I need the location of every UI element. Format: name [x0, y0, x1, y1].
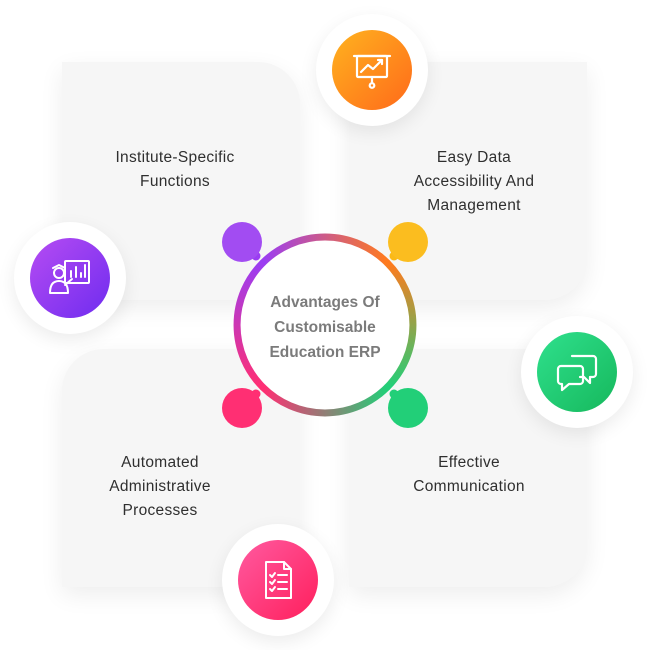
- label-line: Administrative: [109, 478, 211, 495]
- hub-title: Advantages Of Customisable Education ERP: [245, 290, 405, 365]
- hub-title-line: Education ERP: [269, 344, 381, 361]
- hub-title-line: Advantages Of: [270, 294, 380, 311]
- hub-ring-right: [383, 259, 417, 391]
- hub-ring-bottom: [259, 383, 391, 417]
- node-dot-green: [388, 388, 428, 428]
- hub-ring-top: [259, 233, 391, 267]
- badge-presentation: [316, 14, 428, 126]
- badge-checklist: [222, 524, 334, 636]
- label-line: Institute-Specific: [115, 149, 235, 166]
- label-line: Easy Data: [436, 149, 512, 166]
- card-label-data-accessibility: Easy Data Accessibility And Management: [374, 146, 574, 218]
- label-line: Communication: [413, 478, 525, 495]
- card-label-institute-specific: Institute-Specific Functions: [75, 146, 275, 194]
- node-dot-purple: [222, 222, 262, 262]
- teacher-board-icon: [30, 238, 110, 318]
- node-dot-yellow: [388, 222, 428, 262]
- hub-title-line: Customisable: [274, 319, 376, 336]
- chat-bubbles-icon: [537, 332, 617, 412]
- badge-chat: [521, 316, 633, 428]
- hub-ring-left: [233, 259, 267, 391]
- badge-teacher: [14, 222, 126, 334]
- card-label-automated-processes: Automated Administrative Processes: [60, 451, 260, 523]
- label-line: Effective: [438, 454, 500, 471]
- label-line: Accessibility And: [413, 173, 535, 190]
- label-line: Management: [427, 197, 521, 214]
- presentation-chart-icon: [332, 30, 412, 110]
- label-line: Automated: [121, 454, 199, 471]
- label-line: Functions: [140, 173, 210, 190]
- label-line: Processes: [122, 502, 198, 519]
- checklist-document-icon: [238, 540, 318, 620]
- hub-disc: [237, 237, 413, 413]
- node-dot-pink: [222, 388, 262, 428]
- card-label-effective-communication: Effective Communication: [369, 451, 569, 499]
